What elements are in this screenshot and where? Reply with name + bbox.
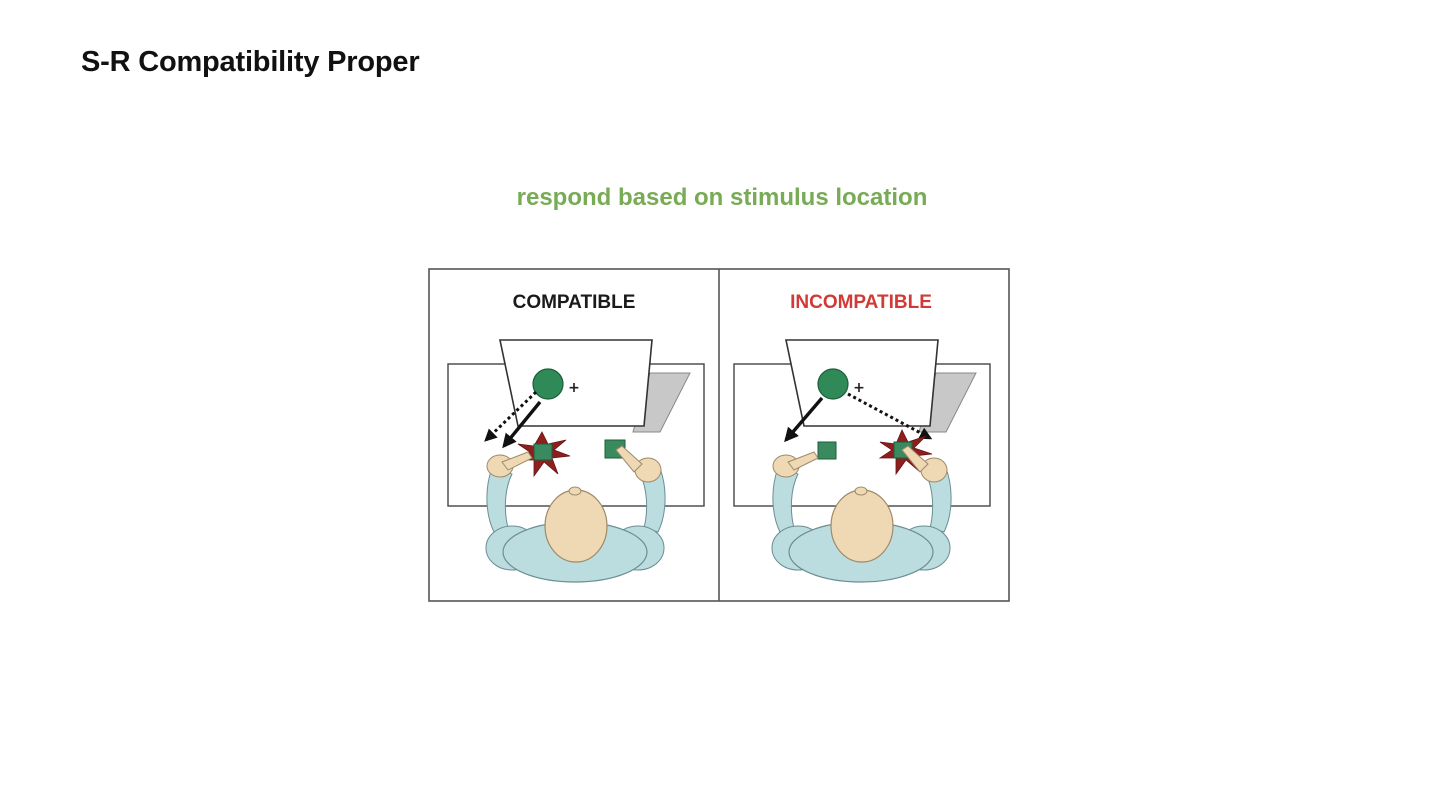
slide-title: S-R Compatibility Proper — [81, 46, 420, 78]
response-button-left-icon — [817, 441, 837, 460]
fixation-cross-icon: + — [568, 380, 580, 396]
person-topview-icon — [771, 445, 952, 583]
panel-incompatible: INCOMPATIBLE + — [733, 292, 991, 583]
panel-compatible: COMPATIBLE + — [447, 292, 705, 583]
stimulus-circle-icon — [532, 368, 564, 400]
figure-svg: COMPATIBLE + — [428, 268, 1010, 602]
solid-arrow-icon — [502, 400, 542, 449]
stimulus-circle-icon — [817, 368, 849, 400]
solid-arrow-icon — [784, 396, 824, 443]
slide-subtitle: respond based on stimulus location — [516, 184, 928, 211]
response-button-left-icon — [533, 443, 553, 461]
monitor-icon — [785, 339, 939, 427]
fixation-cross-icon: + — [853, 380, 865, 396]
panel-label-compatible: COMPATIBLE — [513, 292, 636, 313]
person-topview-icon — [485, 445, 666, 583]
panel-label-incompatible: INCOMPATIBLE — [790, 292, 932, 313]
sr-compatibility-figure: COMPATIBLE + — [428, 268, 1010, 602]
